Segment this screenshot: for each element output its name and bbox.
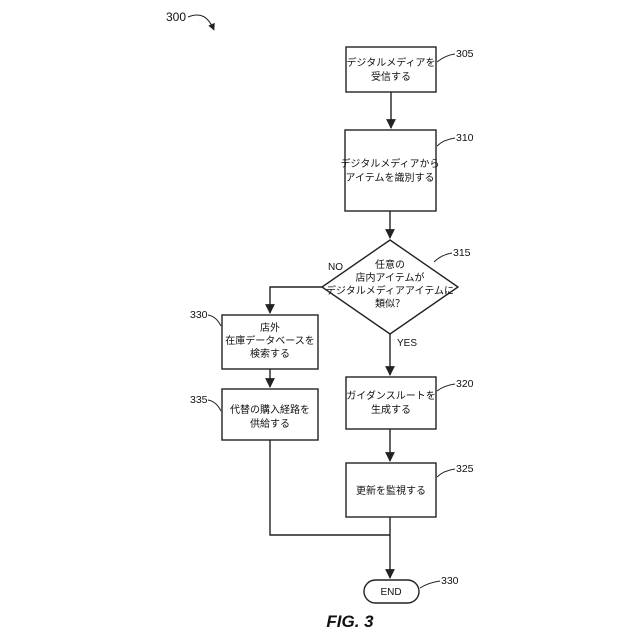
decision-315-text-line2: 店内アイテムが [356,271,425,284]
decision-315-ref: 315 [453,247,471,259]
step-330-text-line3: 検索する [250,347,290,360]
step-335-ref: 335 [190,394,208,406]
figure-reference: 300 [166,10,214,30]
step-330: 店外 在庫データベースを 検索する 330 [190,309,318,369]
end-leader [420,581,440,588]
end-ref: 330 [441,575,459,587]
step-330-text-line2: 在庫データベースを [225,334,315,347]
step-305-text-line2: 受信する [371,71,411,83]
figure-title: FIG. 3 [326,612,374,631]
step-330-ref: 330 [190,309,208,321]
step-320-text-line2: 生成する [371,403,411,416]
step-320-leader [437,384,455,391]
step-335-text-line2: 供給する [250,417,290,430]
end-terminator: END 330 [364,575,459,603]
decision-315-leader [434,253,452,262]
step-305: デジタルメディアを 受信する 305 [346,47,474,92]
decision-315-text-line3: デジタルメディアアイテムに [326,284,454,297]
step-325-ref: 325 [456,463,474,475]
step-320-text-line1: ガイダンスルートを [346,389,435,402]
decision-315: 任意の 店内アイテムが デジタルメディアアイテムに 類似？ 315 [322,240,471,334]
step-310-ref: 310 [456,132,474,144]
step-325-text-line1: 更新を監視する [356,484,426,497]
step-305-ref: 305 [456,48,474,60]
step-305-box [346,47,436,92]
step-310-leader [437,138,455,146]
step-335-text-line1: 代替の購入経路を [230,403,310,416]
branch-no-label: NO [328,262,343,273]
step-305-leader [437,54,455,62]
branch-yes-label: YES [397,338,417,349]
step-330-text-line1: 店外 [260,321,280,334]
step-305-text-line1: デジタルメディアを [346,56,435,69]
step-310-text-line2: アイテムを識別する [346,171,435,184]
step-325: 更新を監視する 325 [346,463,474,517]
step-325-leader [437,469,455,477]
step-320-ref: 320 [456,378,474,390]
step-320: ガイダンスルートを 生成する 320 [346,377,474,429]
arrow-315-no-330 [270,287,322,313]
end-label: END [380,587,401,598]
step-310: デジタルメディアから アイテムを識別する 310 [340,130,473,211]
step-335: 代替の購入経路を 供給する 335 [190,389,318,440]
decision-315-text-line4: 類似？ [375,298,405,310]
step-335-leader [208,400,221,411]
step-320-box [346,377,436,429]
decision-315-text-line1: 任意の [375,258,405,271]
step-330-leader [208,315,221,326]
figure-ref-label: 300 [166,10,186,24]
step-310-text-line1: デジタルメディアから [340,157,439,170]
step-310-box [345,130,436,211]
figure-ref-arrow [188,15,214,30]
